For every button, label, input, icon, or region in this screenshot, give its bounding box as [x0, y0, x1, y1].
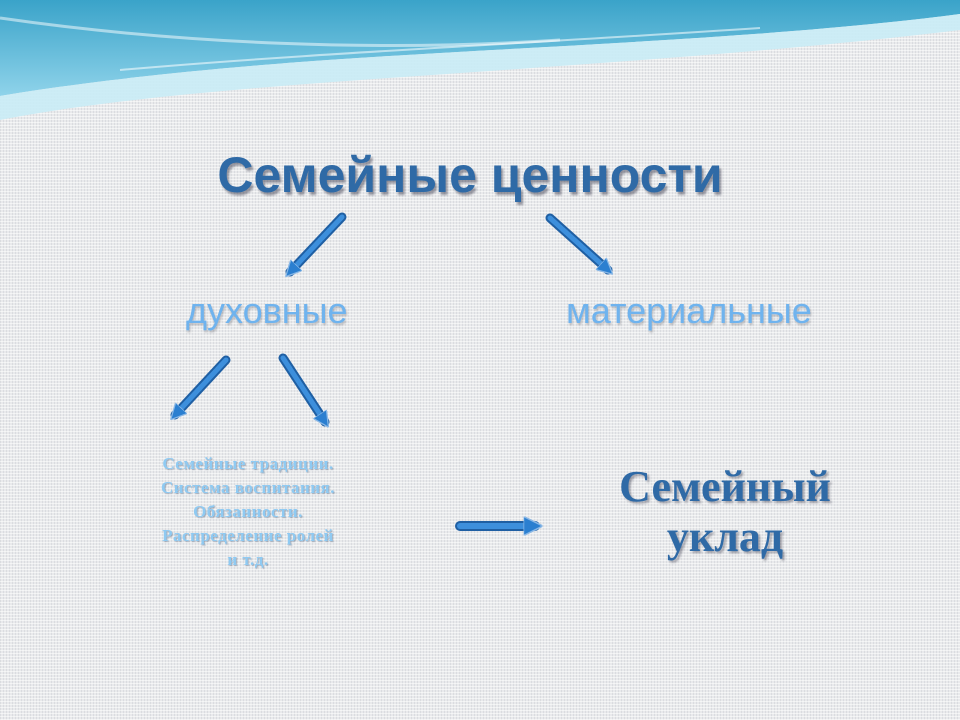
spiritual-item: Семейные традиции.: [162, 454, 334, 473]
wave-background: [0, 0, 960, 120]
spiritual-item: Система воспитания.: [160, 478, 336, 497]
branch-spiritual: духовные: [186, 290, 348, 331]
result-label: Семейный уклад: [560, 462, 890, 562]
branch-material: материальные: [566, 290, 812, 331]
spiritual-item: Обязанности.: [193, 502, 303, 521]
spiritual-items-list: Семейные традиции. Система воспитания. О…: [108, 452, 388, 572]
arrow-title-to-left: [290, 212, 347, 272]
spiritual-item: и т.д.: [227, 550, 269, 569]
arrow-left-to-down-left: [175, 355, 231, 415]
arrow-title-to-right: [545, 213, 608, 270]
result-line-2: уклад: [666, 512, 784, 561]
result-line-1: Семейный: [619, 462, 831, 511]
arrow-left-to-down-right: [278, 353, 330, 422]
spiritual-item: Распределение ролей: [162, 526, 334, 545]
diagram-title: Семейные ценности: [217, 147, 723, 203]
